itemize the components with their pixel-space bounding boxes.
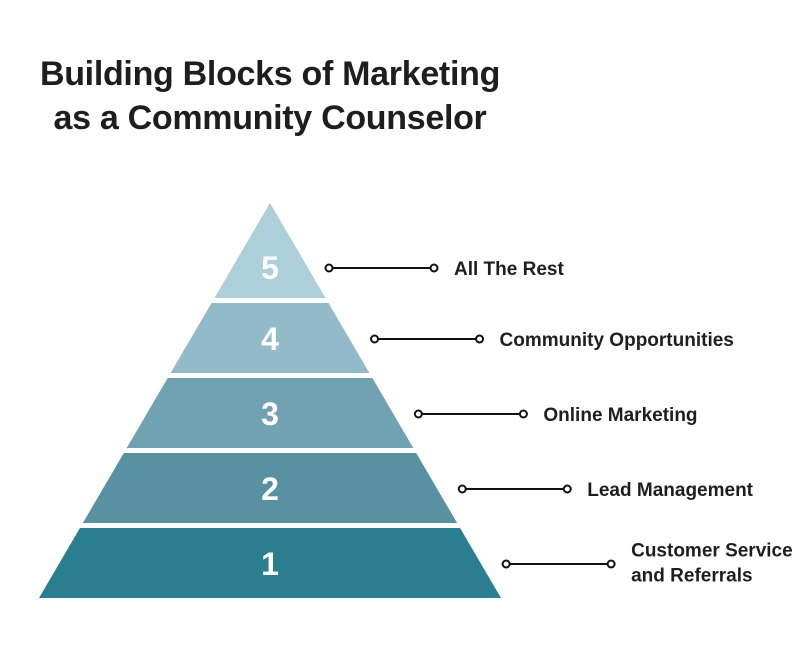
layer-label: and Referrals (631, 566, 752, 587)
connector-dot-start-icon (501, 559, 511, 569)
layer-label: Community Opportunities (500, 330, 734, 351)
pyramid-layer-2 (82, 453, 458, 523)
title-line-2: as a Community Counselor (53, 99, 487, 137)
connector-dot-start-icon (457, 484, 467, 494)
pyramid-layer-1 (39, 528, 501, 598)
layer-number: 4 (261, 321, 279, 357)
connector-dot-end-icon (429, 263, 439, 273)
pyramid-layer-3 (126, 378, 414, 448)
connector-dot-start-icon (324, 263, 334, 273)
layer-number: 5 (261, 250, 279, 286)
layer-number: 2 (261, 471, 279, 507)
layer-label: Online Marketing (543, 405, 697, 426)
layer-label: Customer Service (631, 541, 793, 562)
pyramid-layer-4 (170, 303, 370, 373)
connector-dot-end-icon (562, 484, 572, 494)
connector-dot-start-icon (413, 409, 423, 419)
connector-dot-start-icon (370, 334, 380, 344)
title-line-1: Building Blocks of Marketing (39, 55, 501, 93)
layer-number: 1 (261, 546, 279, 582)
connector-dot-end-icon (518, 409, 528, 419)
connector-dot-end-icon (475, 334, 485, 344)
layer-number: 3 (261, 396, 279, 432)
layer-label: Lead Management (587, 480, 753, 501)
diagram-title: Building Blocks of Marketing as a Commun… (0, 52, 540, 140)
connector-dot-end-icon (606, 559, 616, 569)
layer-label: All The Rest (454, 259, 564, 280)
pyramid-layer-5 (214, 203, 326, 298)
